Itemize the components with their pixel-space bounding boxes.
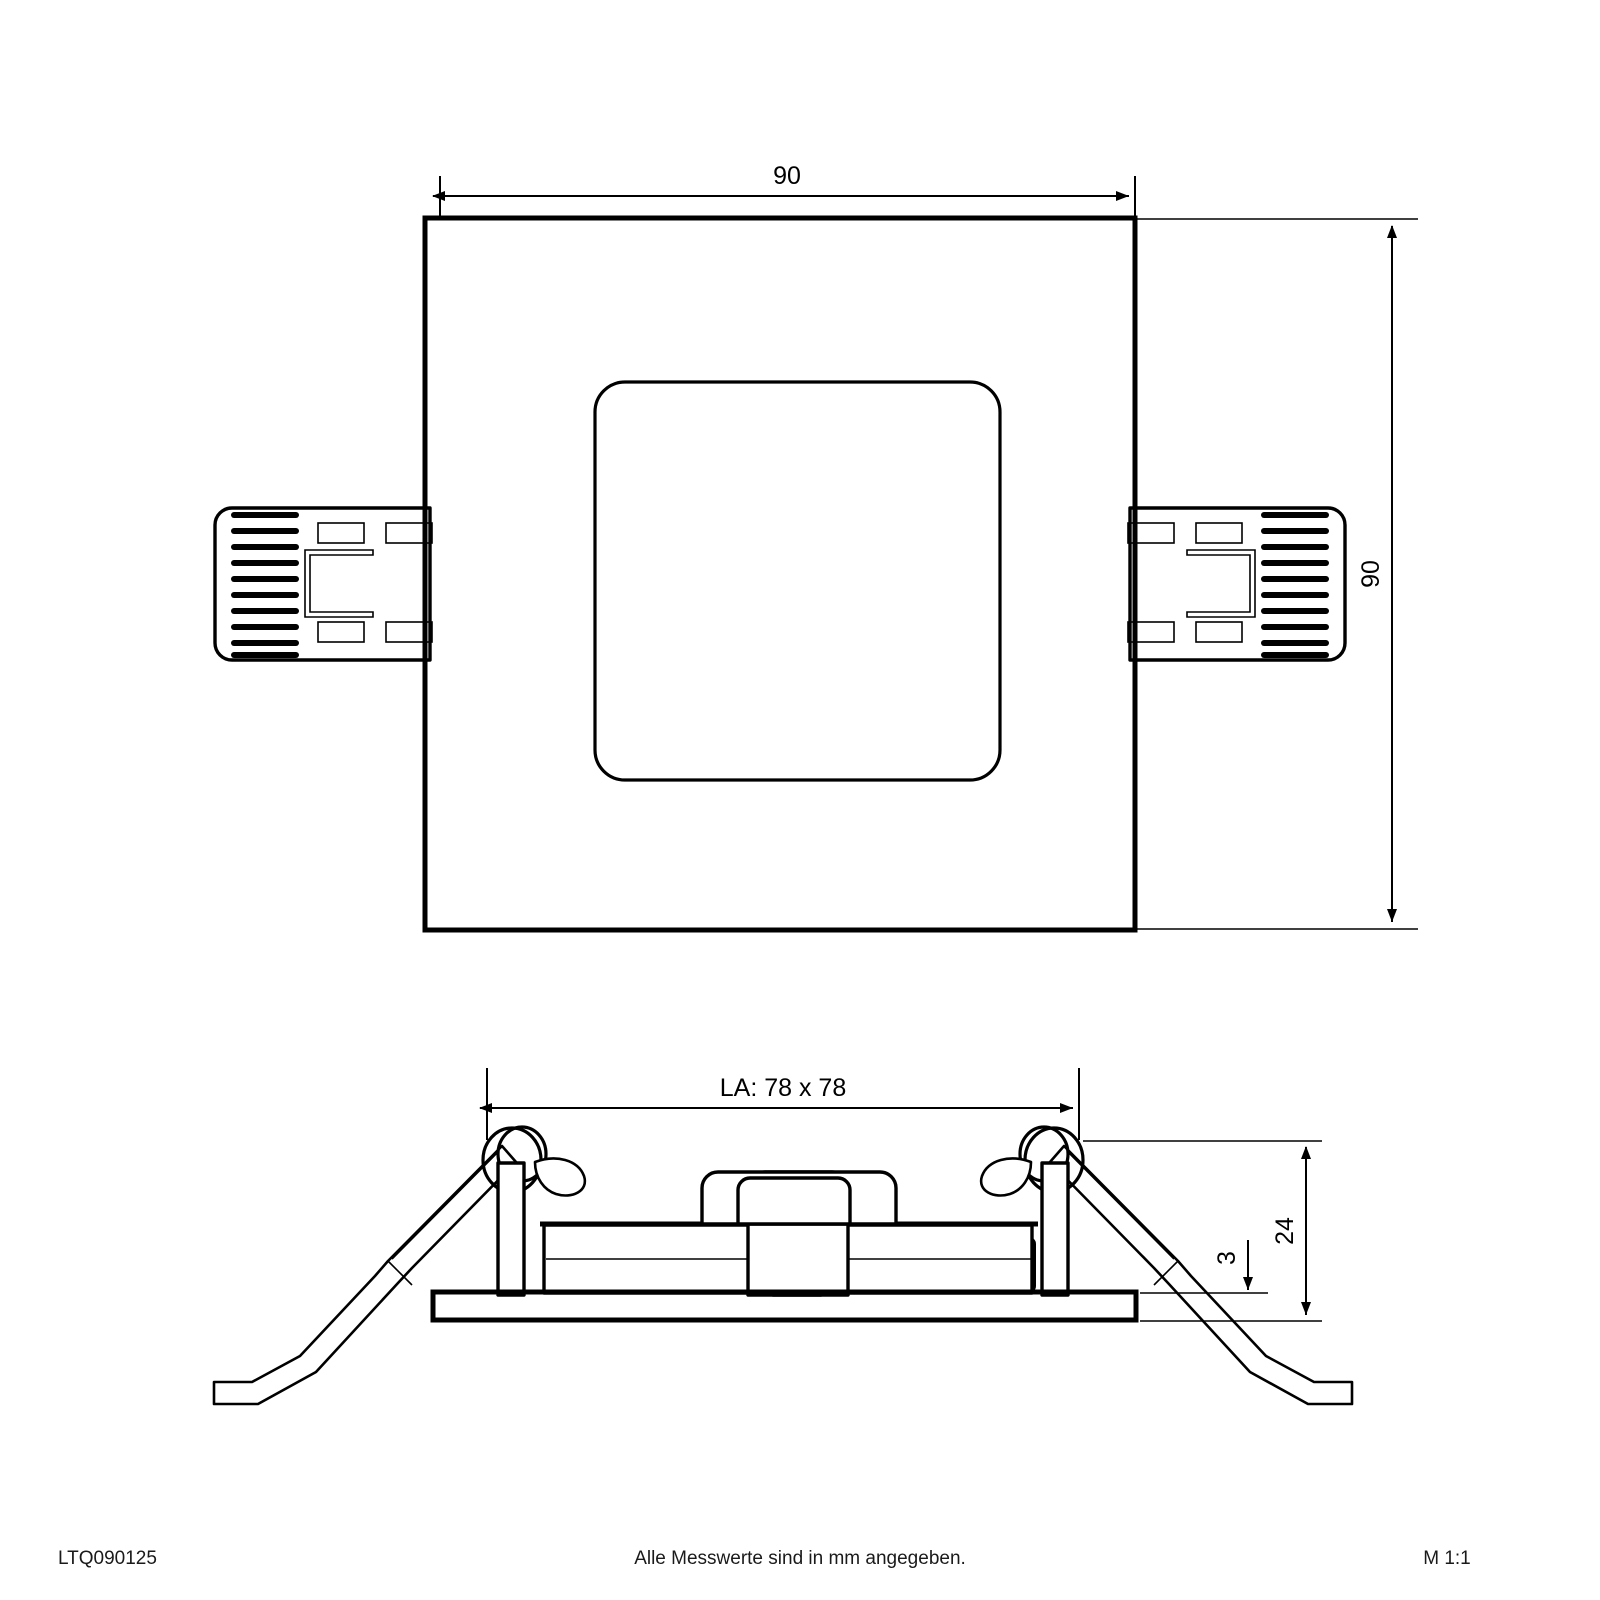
footer-group: LTQ090125 Alle Messwerte sind in mm ange… (58, 1548, 1471, 1569)
spring-arm-right (1048, 1144, 1354, 1406)
spring-arm-left (212, 1144, 518, 1406)
housing-cap-inner (736, 1176, 852, 1226)
dimension-label-total-depth: 24 (1271, 1217, 1299, 1245)
section-view-group: LA: 78 x 78 24 3 (212, 1068, 1354, 1406)
front-flange (430, 1289, 1139, 1323)
dimension-label-flange-depth: 3 (1213, 1251, 1241, 1265)
footer-article-number: LTQ090125 (58, 1548, 157, 1569)
dimension-right-height: 90 (1137, 218, 1418, 930)
dimension-label-cutout: LA: 78 x 78 (720, 1074, 846, 1102)
footer-note: Alle Messwerte sind in mm angegeben. (634, 1548, 966, 1569)
dimension-flange-depth: 3 (1140, 1240, 1268, 1294)
footer-scale: M 1:1 (1423, 1548, 1471, 1569)
dimension-label-top-width: 90 (773, 162, 801, 190)
clip-left-knurl (231, 512, 299, 658)
spring-coil-left (481, 1125, 587, 1197)
top-view-group: 90 90 (213, 162, 1418, 933)
spring-clip-right-plan (1127, 506, 1347, 662)
dimension-cutout-width: LA: 78 x 78 (479, 1068, 1080, 1140)
outer-square-body (422, 215, 1138, 933)
dimension-top-width: 90 (432, 162, 1136, 216)
spring-clip-left-plan (213, 506, 433, 662)
inner-light-square (593, 380, 1002, 782)
dimension-label-right-height: 90 (1357, 560, 1385, 588)
post-left (496, 1161, 526, 1297)
dimension-total-depth: 24 (1083, 1140, 1322, 1322)
clip-right-knurl (1261, 512, 1329, 658)
post-right (1040, 1161, 1070, 1297)
